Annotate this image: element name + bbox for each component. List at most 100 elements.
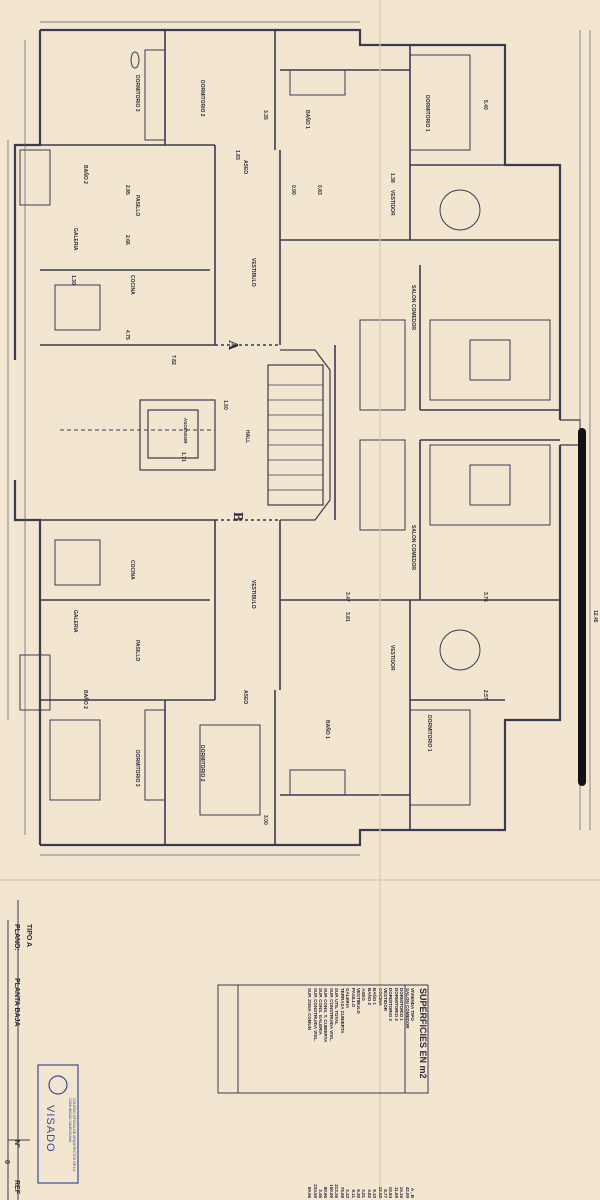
inner-walls [40, 30, 560, 845]
table-cell-value: 213.36 [334, 1184, 340, 1198]
dim-value: 1.38 [389, 173, 395, 183]
dim-value: 2.57 [482, 690, 488, 700]
stamp-visado: VISADO [44, 1105, 56, 1153]
numero-value: 0 [3, 1160, 10, 1164]
dim-value: 5.40 [482, 100, 488, 110]
table-cell-label: SALON COMEDOR [404, 988, 410, 1029]
dim-value: 2.66 [124, 235, 130, 245]
room-label-dormitorio-1-bottom: DORMITORIO 1 [426, 715, 432, 752]
room-label-bano-1-bottom: BAÑO 1 [324, 720, 330, 739]
dim-value: 3.47 [344, 592, 350, 602]
numero-label: Nº [13, 1140, 20, 1148]
ref-label: REF [13, 1180, 20, 1194]
table-cell-value: 4.82 [366, 1189, 372, 1198]
table-cell-label: DORMITORIO 3 [388, 988, 394, 1021]
room-label-cocina-top: COCINA [129, 275, 135, 295]
table-row: DORMITORIO 1 15.16 [399, 988, 404, 1198]
room-label-galeria-top: GALERIA [72, 228, 78, 251]
table-cell-value: 15.16 [399, 1186, 405, 1198]
table-cell-label: SUP. ZONA COMUN [307, 988, 313, 1031]
room-label-dormitorio-1-top: DORMITORIO 1 [424, 95, 430, 132]
dim-value: 4.75 [124, 330, 130, 340]
table-cell-label: SUP. CONSTRUIDA VIVL. [328, 988, 334, 1042]
dim-value: 0.83 [316, 185, 322, 195]
table-cell-value: 3.01 [361, 1189, 367, 1198]
title-block-frame [7, 900, 30, 1200]
table-cell-label: SUP. CONS. T. CUBIERTA [323, 988, 329, 1043]
table-row: BAÑO 2 4.82 [366, 988, 372, 1198]
room-label-pasillo-top: PASILLO [134, 195, 140, 217]
room-label-vestidor-top: VESTIDOR [389, 190, 395, 216]
dim-value: 12.45 [592, 610, 598, 623]
room-label-hall: HALL [244, 430, 250, 444]
table-cell-label: VESTIBULO [355, 988, 361, 1014]
unit-label-b: B [230, 512, 245, 522]
table-cell-value: 2.43 [345, 1189, 351, 1198]
room-label-galeria-bottom: GALERIA [72, 610, 78, 633]
room-label-ascensor: ASCENSOR [183, 418, 188, 444]
table-cell-label: VIVIENDA TIPO [410, 988, 415, 1021]
unit-label-a: A [225, 340, 240, 351]
table-row: SUP. CONSTRUIDA VIVL.150.00 [329, 988, 334, 1198]
dim-value: 3.00 [262, 815, 268, 825]
dim-value: 3.81 [344, 612, 350, 622]
dim-value: 1.83 [234, 150, 240, 160]
dim-value: 2.85 [124, 185, 130, 195]
room-label-dormitorio-2-bottom: DORMITORIO 2 [199, 745, 205, 782]
room-label-vestibulo-bottom: VESTIBULO [250, 580, 256, 609]
table-cell-label: SUP. CONSTRUIDA VIVL. [312, 988, 318, 1042]
table-cell-value: 80.96 [323, 1186, 329, 1198]
table-row: ASEO 3.01 [361, 988, 366, 1198]
table-cell-value: 8.77 [382, 1189, 388, 1198]
table-cell-value: 10.84 [388, 1186, 394, 1198]
stair-core [139, 349, 331, 521]
table-row: PASILLO 6.11 [350, 988, 356, 1198]
table-cell-label: TERRAZA CUBIERTA [339, 988, 345, 1034]
table-row: SUP. UTIL TOTAL 213.36 [334, 988, 339, 1198]
table-cell-label: BAÑO 2 [366, 988, 372, 1006]
room-label-dormitorio-3-bottom: DORMITORIO 3 [134, 750, 140, 787]
table-cell-label: GALERIA [345, 988, 351, 1009]
room-label-aseo-bottom: ASEO [242, 690, 248, 705]
table-row: SUP. CONS. T. CUBIERTA 80.96 [323, 988, 329, 1198]
room-label-dormitorio-2-top: DORMITORIO 2 [199, 80, 205, 117]
table-cell-value: 234.50 [312, 1184, 318, 1198]
furniture [19, 49, 551, 816]
plano-label: PLANO: [13, 924, 20, 951]
table-cell-label: SUP. UTIL TOTAL [334, 988, 340, 1025]
table-cell-label: VESTIDOR [382, 988, 388, 1012]
stamp-text: COLEGIO OFICIAL DE ARQUITECTOS DE LA COM… [68, 1098, 76, 1172]
table-cell-label: DORMITORIO 1 [399, 988, 405, 1021]
table-cell-label: PASILLO [350, 988, 356, 1008]
room-label-bano-2-top: BAÑO 2 [82, 165, 88, 184]
table-cell-value: 3.46 [318, 1189, 324, 1198]
table-row: SUP. CONSTRUIDA VIVL. 234.50 [312, 988, 318, 1198]
table-row: DORMITORIO 3 10.84 [388, 988, 393, 1198]
table-title: SUPERFICIES EN m2 [418, 988, 428, 1079]
table-cell-value: 8.30 [355, 1189, 361, 1198]
room-label-dormitorio-3-top: DORMITORIO 3 [134, 75, 140, 112]
dim-value: 7.82 [170, 355, 176, 365]
tipo-label: TIPO A [25, 924, 32, 948]
visado-stamp [37, 1064, 79, 1184]
table-frame [217, 984, 429, 1094]
table-cell-value: 9.10 [372, 1189, 378, 1198]
dim-value: 1.50 [222, 400, 228, 410]
table-cell-label: COCINA [377, 988, 383, 1006]
room-label-bano-2-bottom: BAÑO 2 [82, 690, 88, 709]
plano-value: PLANTA BAJA [13, 978, 20, 1027]
table-cell-value: 78.88 [339, 1186, 345, 1198]
table-cell-label: ASEO [361, 988, 367, 1001]
table-cell-value: 6.11 [350, 1189, 356, 1198]
room-label-vestibulo-top: VESTIBULO [250, 258, 256, 287]
outer-walls [13, 28, 581, 847]
table-cell-label: SUP. CONS. GALERIA [318, 988, 324, 1035]
room-label-cocina-bottom: COCINA [129, 560, 135, 580]
